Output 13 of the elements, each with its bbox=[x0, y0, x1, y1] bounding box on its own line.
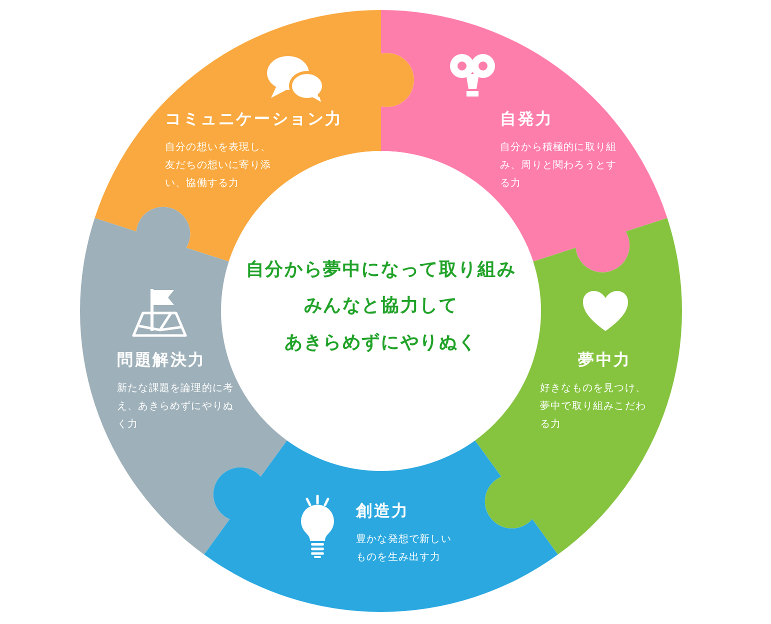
slogan-text: みんなと協力して bbox=[304, 294, 458, 318]
heading: コミュニケーション力 bbox=[165, 109, 343, 129]
description-text: 自分の想いを表現し、友だちの想いに寄り添い、協働する力 bbox=[165, 140, 272, 191]
description-text: 好きなものを見つけ、夢中で取り組みこだわる力 bbox=[540, 382, 647, 432]
description-text: 豊かな発想で新しいものを生み出す力 bbox=[356, 532, 452, 565]
slogan-text: 自分から夢中になって取り組み bbox=[246, 258, 516, 282]
heading: 創造力 bbox=[356, 501, 410, 521]
description-text: 自分から積極的に取り組み、周りと関わろうとする力 bbox=[500, 140, 618, 191]
heading: 夢中力 bbox=[578, 350, 632, 370]
heading: 自発力 bbox=[500, 109, 554, 129]
heading: 問題解決力 bbox=[117, 350, 206, 370]
description-text: 新たな課題を論理的に考え、あきらめずにやりぬく力 bbox=[117, 382, 235, 432]
slogan-text: あきらめずにやりぬく bbox=[284, 331, 478, 355]
